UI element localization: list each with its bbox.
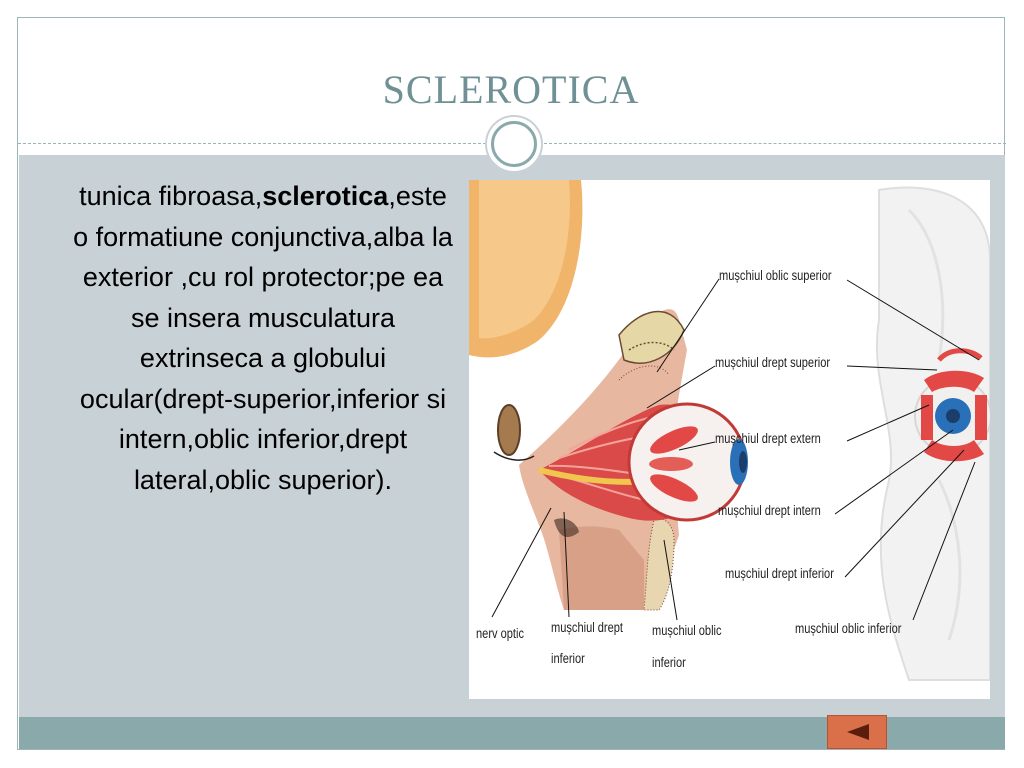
- title-divider-left: [18, 143, 486, 144]
- title-ornament-ring: [485, 115, 543, 173]
- ornament-inner-ring: [491, 121, 537, 167]
- label-drept-inferior-right: mușchiul drept inferior: [725, 566, 834, 581]
- slide-title: SCLEROTICA: [382, 67, 640, 112]
- triangle-left-icon: [847, 724, 869, 740]
- label-drept-inferior-bottom-line1: mușchiul drept: [551, 620, 623, 635]
- body-text-end: ,este o formatiune conjunctiva,alba la e…: [73, 181, 453, 495]
- body-paragraph: tunica fibroasa,sclerotica,este o format…: [72, 176, 454, 500]
- label-oblic-inferior-bottom-line2: inferior: [652, 655, 686, 670]
- label-drept-inferior-bottom-line2: inferior: [551, 651, 585, 666]
- label-nerv-optic: nerv optic: [476, 626, 524, 641]
- eye-muscles-figure: mușchiul oblic superior mușchiul drept s…: [469, 180, 990, 699]
- eye-anatomy-illustration: [469, 180, 990, 681]
- label-oblic-inferior-right: mușchiul oblic inferior: [795, 621, 902, 636]
- title-divider-right: [544, 143, 1006, 144]
- body-text-start: tunica fibroasa,: [79, 181, 263, 211]
- label-drept-extern: mușchiul drept extern: [715, 431, 821, 446]
- back-button[interactable]: [827, 715, 887, 749]
- label-drept-superior: mușchiul drept superior: [715, 355, 831, 370]
- label-drept-intern: mușchiul drept intern: [718, 503, 821, 518]
- label-oblic-superior: mușchiul oblic superior: [719, 268, 832, 283]
- body-text-bold: sclerotica: [262, 181, 389, 211]
- label-oblic-inferior-bottom-line1: mușchiul oblic: [652, 623, 722, 638]
- body-text: tunica fibroasa,sclerotica,este o format…: [72, 176, 454, 500]
